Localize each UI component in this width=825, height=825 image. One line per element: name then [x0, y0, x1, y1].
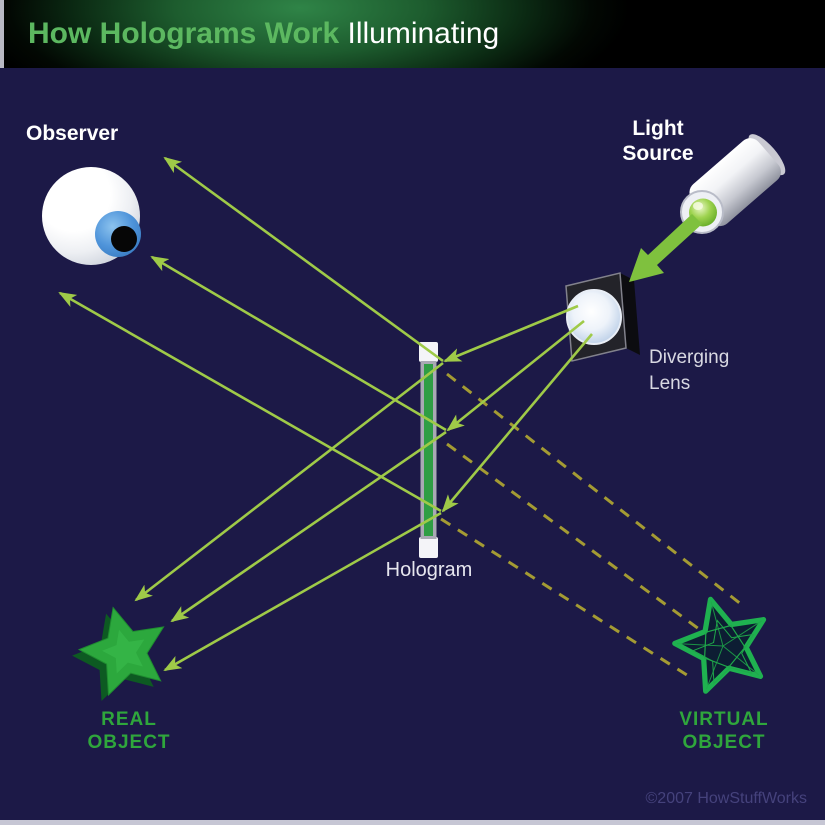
dashed-ray-top — [446, 372, 747, 610]
ray-hologram-to-real-object-1 — [134, 361, 444, 602]
dashed-ray-bottom — [440, 517, 691, 679]
light-source-label: Light Source — [600, 116, 716, 166]
light-ray-group — [58, 156, 593, 672]
light-source-label-line2: Source — [622, 142, 694, 165]
illumination-arrow — [629, 214, 702, 282]
title-bar-left-edge — [0, 0, 4, 68]
dashed-ray-middle — [446, 442, 700, 631]
ray-lens-to-hologram-middle — [446, 319, 585, 432]
ray-hologram-to-eye-1 — [163, 156, 444, 363]
real-object-star — [72, 606, 165, 701]
series-title: How Holograms Work — [28, 17, 340, 50]
diverging-lens-label-line1: Diverging — [649, 347, 730, 368]
virtual-object-label: VIRTUAL OBJECT — [659, 708, 789, 754]
observer-eye-iris — [95, 211, 141, 257]
ray-lens-to-hologram-top — [443, 304, 579, 363]
real-object-label-line1: REAL — [101, 709, 157, 730]
ray-hologram-to-real-object-3 — [163, 511, 442, 672]
copyright-text: ©2007 HowStuffWorks — [645, 790, 808, 807]
observer-eye — [42, 167, 141, 265]
ray-lens-to-hologram-bottom — [441, 333, 593, 513]
hologram-film — [424, 364, 433, 536]
diverging-lens-label: Diverging Lens — [649, 345, 729, 397]
light-source-label-line1: Light — [632, 117, 684, 140]
virtual-object-label-line2: OBJECT — [682, 732, 766, 753]
hologram-label: Hologram — [385, 559, 473, 581]
real-object-label-line2: OBJECT — [87, 732, 171, 753]
hologram-bottom-cap — [419, 537, 438, 558]
diverging-lens — [565, 272, 640, 362]
virtual-object-star — [672, 596, 767, 694]
page-title: How Holograms Work Illuminating — [0, 17, 499, 51]
observer-eye-pupil — [111, 226, 137, 252]
flashlight-lens-glint — [693, 202, 703, 210]
ray-hologram-to-eye-2 — [150, 255, 447, 432]
topic-title: Illuminating — [339, 17, 500, 50]
title-bar: How Holograms Work Illuminating — [0, 0, 825, 68]
observer-label: Observer — [26, 122, 119, 145]
real-object-label: REAL OBJECT — [64, 708, 194, 754]
ray-hologram-to-eye-3 — [58, 291, 442, 513]
bottom-border — [0, 820, 825, 825]
diverging-lens-label-line2: Lens — [649, 373, 691, 394]
lens-glass — [566, 289, 622, 345]
ray-hologram-to-real-object-2 — [170, 430, 447, 623]
virtual-object-label-line1: VIRTUAL — [679, 709, 769, 730]
virtual-ray-group — [440, 372, 747, 679]
